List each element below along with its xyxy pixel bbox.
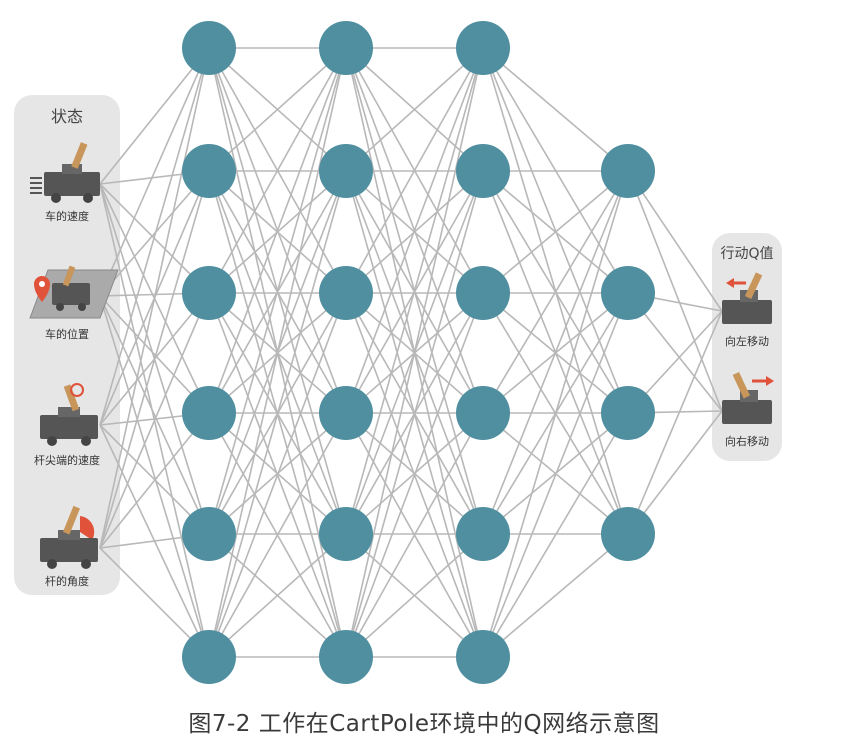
move-left-icon — [722, 272, 772, 324]
hidden-edge — [482, 412, 629, 658]
network-graph — [29, 21, 774, 684]
hidden-edge — [345, 533, 484, 658]
output-edge — [627, 170, 723, 312]
hidden-edge — [345, 292, 484, 658]
neuron-node-layer4-4 — [601, 507, 655, 561]
hidden-edge — [345, 170, 484, 658]
hidden-edge — [208, 533, 347, 658]
input-edge — [99, 412, 210, 549]
neuron-node-layer4-3 — [601, 386, 655, 440]
neuron-node-layer4-1 — [601, 144, 655, 198]
neuron-node-layer1-1 — [182, 21, 236, 75]
hidden-edge — [345, 47, 484, 172]
neuron-node-layer1-2 — [182, 144, 236, 198]
neuron-node-layer4-2 — [601, 266, 655, 320]
hidden-edge — [208, 47, 347, 294]
feature-label-pole-angle: 杆的角度 — [45, 575, 89, 588]
neuron-node-layer3-2 — [456, 144, 510, 198]
input-edge — [99, 295, 210, 658]
figure-caption: 图7-2 工作在CartPole环境中的Q网络示意图 — [188, 711, 660, 737]
input-edge — [99, 47, 210, 297]
action-label-right: 向右移动 — [725, 435, 769, 448]
pole-angle-icon — [40, 505, 98, 569]
neuron-node-layer3-3 — [456, 266, 510, 320]
neuron-node-layer1-4 — [182, 386, 236, 440]
hidden-edge — [482, 170, 629, 658]
output-edge — [627, 170, 723, 412]
feature-label-pole-tip-velocity: 杆尖端的速度 — [34, 454, 100, 467]
cart-position-icon — [29, 265, 119, 319]
input-edge — [99, 47, 210, 185]
hidden-edge — [345, 412, 484, 658]
network-edges — [99, 47, 723, 658]
hidden-edge — [208, 47, 347, 658]
hidden-edge — [208, 170, 347, 658]
neuron-node-layer3-6 — [456, 630, 510, 684]
neuron-node-layer1-5 — [182, 507, 236, 561]
output-edge — [627, 310, 723, 535]
input-edge — [99, 47, 210, 549]
hidden-edge — [208, 47, 347, 535]
hidden-edge — [482, 170, 629, 414]
feature-label-cart-velocity: 车的速度 — [45, 210, 89, 223]
hidden-edge — [208, 47, 347, 172]
neuron-node-layer2-4 — [319, 386, 373, 440]
hidden-edge — [482, 170, 629, 535]
hidden-edge — [345, 47, 484, 294]
hidden-edge — [208, 292, 347, 658]
input-edge — [99, 170, 210, 549]
feature-label-cart-position: 车的位置 — [45, 328, 89, 341]
input-edge — [99, 292, 210, 549]
hidden-edge — [345, 47, 484, 658]
neuron-node-layer3-5 — [456, 507, 510, 561]
cart-velocity-icon — [30, 142, 100, 203]
neuron-node-layer2-5 — [319, 507, 373, 561]
neuron-node-layer2-3 — [319, 266, 373, 320]
action-panel-title: 行动Q值 — [720, 246, 774, 262]
hidden-edge — [482, 47, 629, 414]
state-panel-title: 状态 — [50, 107, 83, 126]
hidden-edge — [345, 47, 484, 414]
hidden-edge — [208, 412, 347, 658]
hidden-edge — [208, 47, 347, 414]
hidden-edge — [345, 47, 484, 535]
neuron-node-layer2-1 — [319, 21, 373, 75]
input-edge — [99, 47, 210, 426]
neuron-node-layer3-1 — [456, 21, 510, 75]
neuron-node-layer2-6 — [319, 630, 373, 684]
input-edge — [99, 170, 210, 297]
neuron-node-layer1-6 — [182, 630, 236, 684]
input-edge — [99, 295, 210, 535]
hidden-edge — [482, 47, 629, 172]
action-label-left: 向左移动 — [725, 335, 769, 348]
hidden-edge — [482, 292, 629, 658]
q-network-diagram: 状态 车的速度 车的位置 杆尖端的速度 杆的角度 行动Q值 向左移动 向右移动 — [14, 21, 782, 684]
move-right-icon — [722, 371, 774, 424]
neuron-node-layer3-4 — [456, 386, 510, 440]
network-nodes — [182, 21, 655, 684]
neuron-node-layer2-2 — [319, 144, 373, 198]
hidden-edge — [482, 170, 629, 294]
neuron-node-layer1-3 — [182, 266, 236, 320]
pole-tip-velocity-icon — [40, 383, 98, 446]
hidden-edge — [482, 533, 629, 658]
